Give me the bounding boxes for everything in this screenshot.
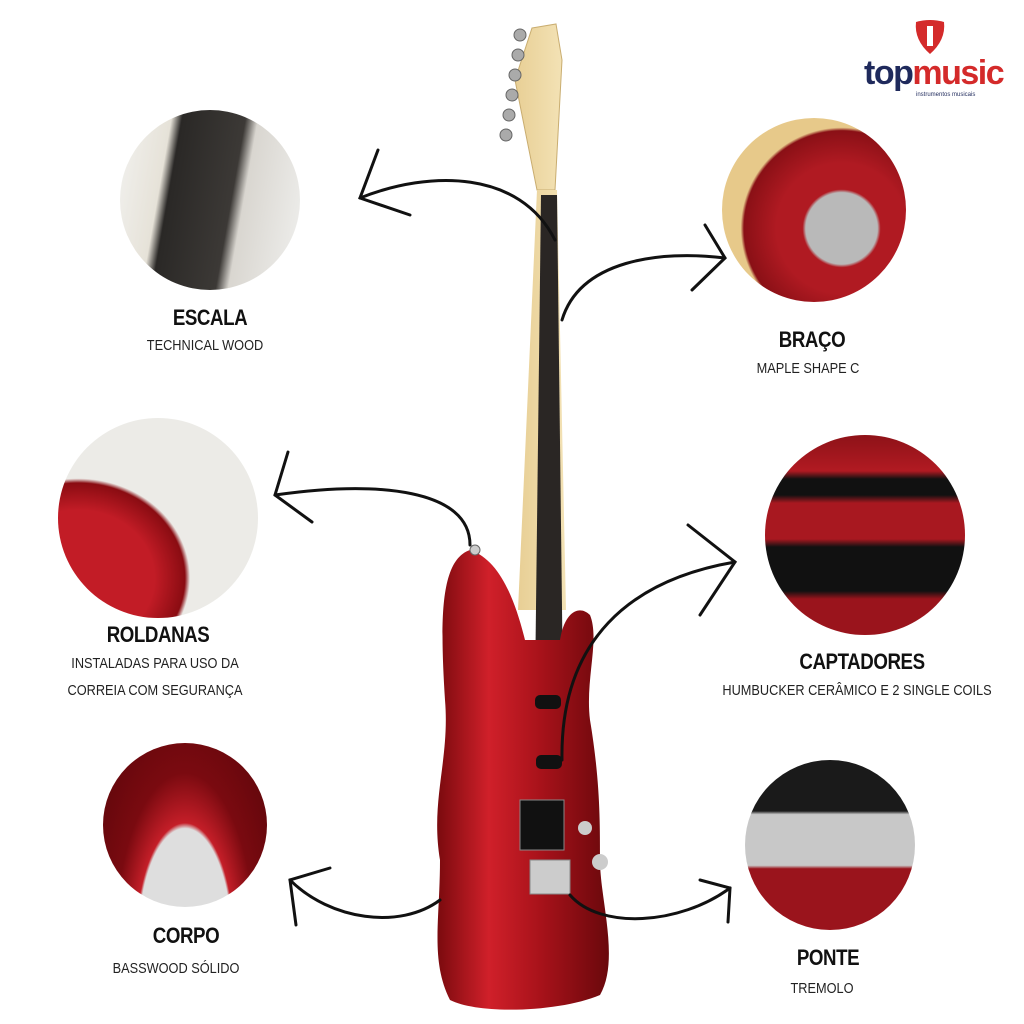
- feature-desc-corpo: BASSWOOD SÓLIDO: [112, 960, 240, 977]
- feature-title-braco: BRAÇO: [778, 327, 846, 352]
- feature-desc-braco: MAPLE SHAPE C: [756, 360, 860, 377]
- pickup-neck: [535, 695, 561, 709]
- arrows: [273, 148, 738, 927]
- corpo-detail-image: [103, 743, 267, 907]
- logo-tagline: instrumentos musicais: [916, 92, 976, 98]
- bridge: [529, 859, 571, 895]
- feature-title-roldanas: ROLDANAS: [106, 622, 210, 647]
- feature-title-ponte: PONTE: [796, 945, 860, 970]
- pickup-middle: [536, 755, 562, 769]
- logo-word-top: top: [864, 54, 914, 92]
- captadores-detail-image: [765, 435, 965, 635]
- feature-title-corpo: CORPO: [152, 923, 220, 948]
- braco-detail-image: [722, 118, 906, 302]
- topmusic-logo: topmusic instrumentos musicais: [862, 18, 1005, 98]
- feature-desc-roldanas-1: INSTALADAS PARA USO DA: [71, 655, 239, 672]
- logo-word-music: music: [912, 54, 1004, 92]
- feature-desc-ponte: TREMOLO: [790, 980, 854, 997]
- pickup-humbucker: [519, 799, 565, 851]
- guitar-body: [437, 550, 609, 1010]
- feature-desc-captadores: HUMBUCKER CERÂMICO E 2 SINGLE COILS: [722, 682, 992, 699]
- ponte-detail-image: [745, 760, 915, 930]
- roldanas-detail-image: [58, 418, 258, 618]
- feature-desc-roldanas-2: CORREIA COM SEGURANÇA: [67, 682, 243, 699]
- feature-title-captadores: CAPTADORES: [799, 649, 925, 674]
- guitar-headstock: [514, 23, 563, 191]
- escala-detail-image: [120, 110, 300, 290]
- feature-desc-escala: TECHNICAL WOOD: [146, 337, 264, 354]
- feature-title-escala: ESCALA: [172, 305, 248, 330]
- guitar-fretboard: [535, 195, 563, 690]
